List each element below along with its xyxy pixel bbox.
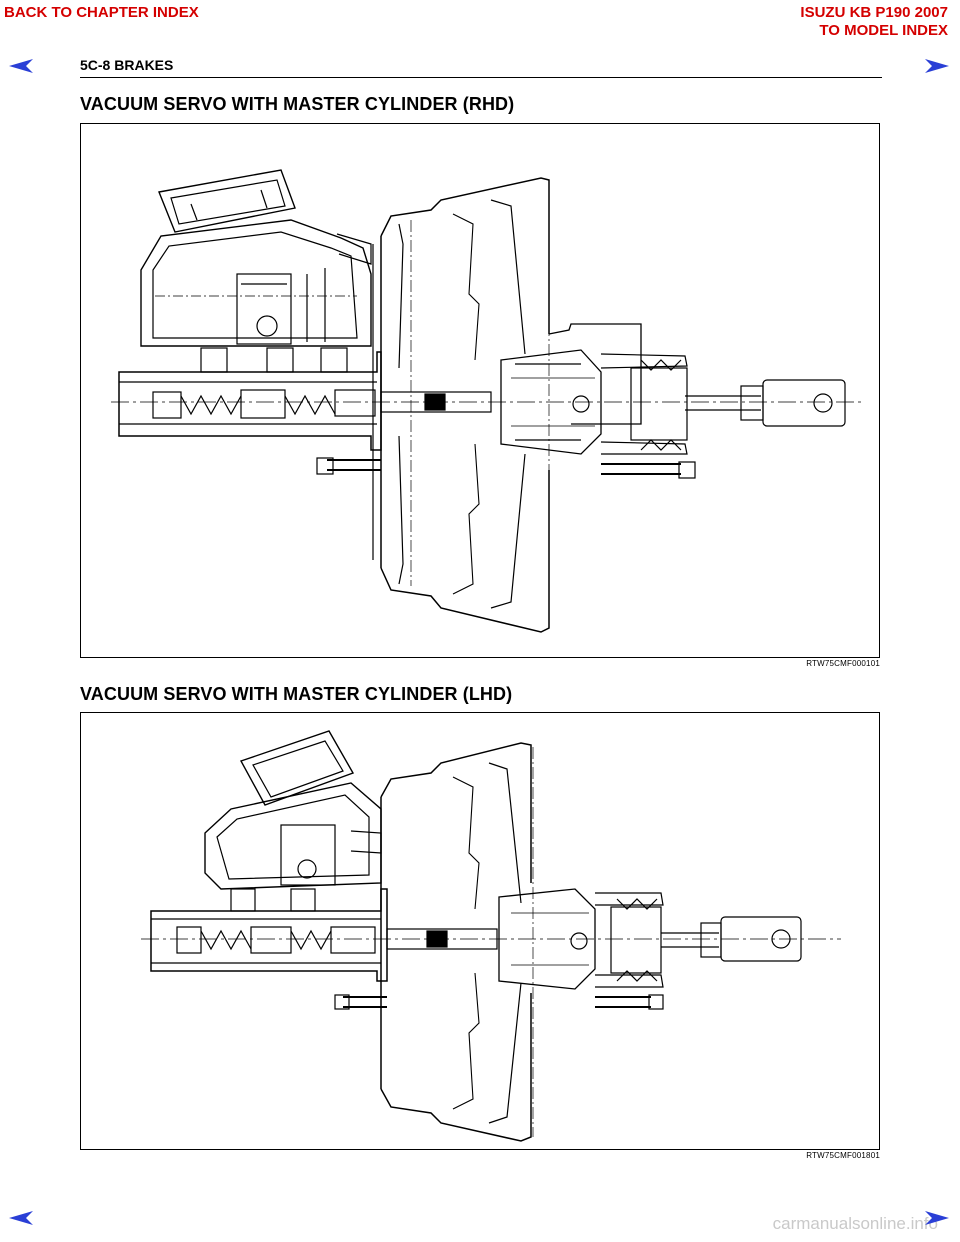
page-header-label: 5C-8 BRAKES [80,57,174,73]
to-model-index-link[interactable]: TO MODEL INDEX [819,22,948,39]
vacuum-servo-rhd-diagram [80,123,880,658]
figure-code-lhd: RTW75CMF001801 [806,1151,880,1160]
figure-title-rhd: VACUUM SERVO WITH MASTER CYLINDER (RHD) [80,94,515,114]
header-divider [80,77,882,78]
figure-code-rhd: RTW75CMF000101 [806,659,880,668]
next-page-arrow-icon[interactable] [924,1210,950,1226]
back-to-chapter-index-link[interactable]: BACK TO CHAPTER INDEX [4,4,199,21]
next-page-arrow-icon[interactable] [924,58,950,74]
previous-page-arrow-icon[interactable] [8,1210,34,1226]
watermark: carmanualsonline.info [772,1214,938,1233]
vacuum-servo-lhd-diagram [80,712,880,1150]
figure-title-lhd: VACUUM SERVO WITH MASTER CYLINDER (LHD) [80,684,513,704]
model-name-link[interactable]: ISUZU KB P190 2007 [800,4,948,21]
previous-page-arrow-icon[interactable] [8,58,34,74]
